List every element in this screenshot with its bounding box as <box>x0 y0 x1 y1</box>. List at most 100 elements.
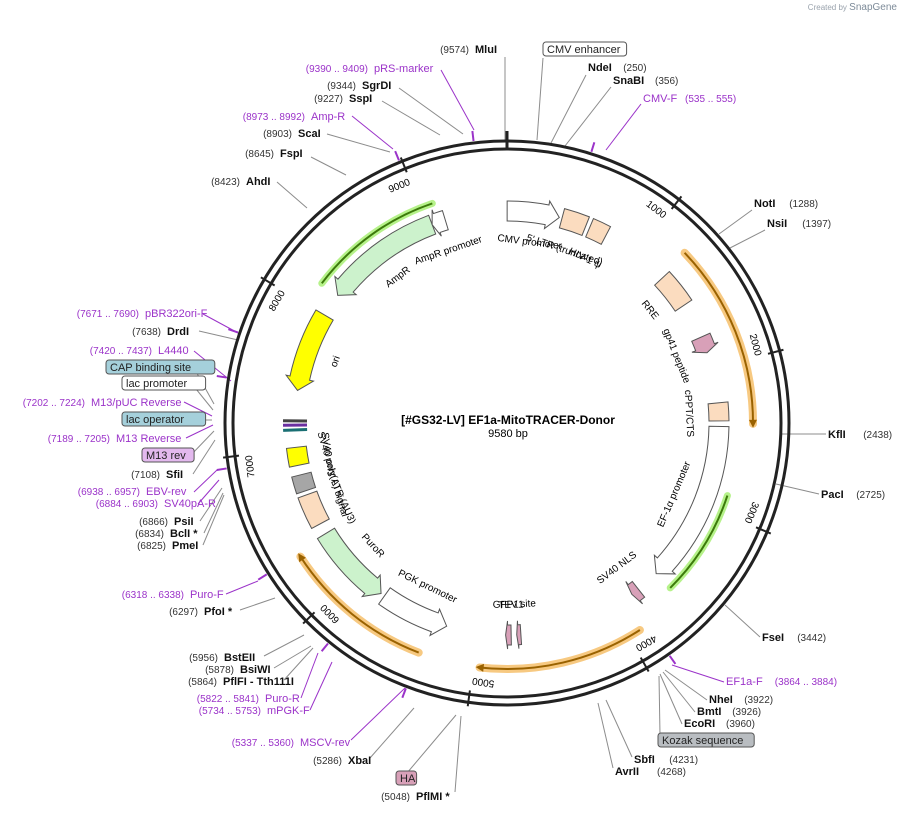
feature-sv40-nls[interactable]: SV40 NLS <box>595 549 646 605</box>
annotation-name-cmv-enhancer: CMV enhancer <box>547 44 621 56</box>
annotation-mlui[interactable]: MluI(9574) <box>440 44 497 56</box>
feature-arrow-ef-1-promoter <box>653 425 730 575</box>
annotation-sbfi[interactable]: SbfI(4231) <box>634 754 698 766</box>
annotation-l4440[interactable]: L4440(7420 .. 7437) <box>90 345 189 357</box>
annotation-lac-promoter[interactable]: lac promoter <box>121 375 207 391</box>
feature-gp41-peptide[interactable]: gp41 peptide <box>660 327 719 385</box>
annotation-xbai[interactable]: XbaI(5286) <box>313 755 371 767</box>
leader-line-ecori <box>659 673 683 725</box>
annotation-m13-reverse[interactable]: M13 Reverse(7189 .. 7205) <box>48 433 182 445</box>
annotation-bsiwi[interactable]: BsiWI(5878) <box>205 664 270 676</box>
annotation-name-bmti: BmtI <box>697 706 721 718</box>
annotation-ecori[interactable]: EcoRI(3960) <box>684 718 755 730</box>
feature-arrow-5-ltr-truncated <box>558 207 591 237</box>
annotation-pflmi[interactable]: PflMI *(5048) <box>381 791 450 803</box>
annotation-cmv-enhancer[interactable]: CMV enhancer <box>542 41 628 57</box>
leader-line-pmei <box>202 494 225 546</box>
annotation-position-sgrdi: (9344) <box>327 81 356 92</box>
annotation-position-xbai: (5286) <box>313 756 342 767</box>
annotation-bmti[interactable]: BmtI(3926) <box>697 706 761 718</box>
annotation-pfoi[interactable]: PfoI *(6297) <box>169 606 233 618</box>
leader-line-psii <box>199 487 223 522</box>
annotation-cap-binding-site[interactable]: CAP binding site <box>105 359 216 375</box>
annotation-sspi[interactable]: SspI(9227) <box>314 93 372 105</box>
annotation-name-nhei: NheI <box>709 694 733 706</box>
annotation-position-kfli: (2438) <box>863 430 892 441</box>
feature-label-puror: PuroR <box>359 532 386 560</box>
annotation-position-drdi: (7638) <box>132 327 161 338</box>
annotation-position-cmv-f: (535 .. 555) <box>685 94 736 105</box>
feature-rre[interactable]: RRE <box>639 270 693 323</box>
annotation-name-ahdi: AhdI <box>246 176 270 188</box>
scale-tick-3000 <box>755 526 772 535</box>
annotation-m13-puc-reverse[interactable]: M13/pUC Reverse(7202 .. 7224) <box>23 397 182 409</box>
primer-site-mark-1 <box>668 655 677 665</box>
feature-gfp11[interactable]: GFP11 <box>493 600 524 650</box>
annotation-kfli[interactable]: KflI(2438) <box>828 429 892 441</box>
annotation-avrii[interactable]: AvrII(4268) <box>615 766 686 778</box>
primer-site-mark-5 <box>216 467 227 472</box>
annotation-ahdi[interactable]: AhdI(8423) <box>211 176 270 188</box>
annotation-mscv-rev[interactable]: MSCV-rev(5337 .. 5360) <box>232 737 351 749</box>
feature-pgk-promoter[interactable]: PGK promoter <box>377 568 459 637</box>
orange-arc-0 <box>683 252 755 424</box>
annotation-name-puro-f: Puro-F <box>190 589 224 601</box>
feature-label-gp41-peptide: gp41 peptide <box>660 327 692 385</box>
annotation-noti[interactable]: NotI(1288) <box>754 198 818 210</box>
annotation-m13-rev[interactable]: M13 rev <box>141 447 195 463</box>
annotation-ndei[interactable]: NdeI(250) <box>588 62 647 74</box>
annotation-box-ha <box>395 770 418 786</box>
annotation-puro-r[interactable]: Puro-R(5822 .. 5841) <box>197 693 300 705</box>
annotation-snabi[interactable]: SnaBI(356) <box>613 75 678 87</box>
primer-site-mark-7 <box>228 328 239 334</box>
feature-ef-1-promoter[interactable]: EF-1α promoter <box>653 425 730 575</box>
annotation-sgrdi[interactable]: SgrDI(9344) <box>327 80 391 92</box>
annotation-amp-r[interactable]: Amp-R(8973 .. 8992) <box>243 111 346 123</box>
annotation-scai[interactable]: ScaI(8903) <box>263 128 321 140</box>
annotation-position-bsiwi: (5878) <box>205 665 234 676</box>
annotation-name-noti: NotI <box>754 198 775 210</box>
annotation-name-sfii: SfiI <box>166 469 183 481</box>
annotation-pflfi-tth111i[interactable]: PflFI - Tth111I(5864) <box>188 676 294 688</box>
annotation-sv40pa-r[interactable]: SV40pA-R(6884 .. 6903) <box>96 498 216 510</box>
feature-sv40-ori[interactable]: SV40 ori <box>285 432 336 472</box>
leader-line-bmti <box>662 671 696 713</box>
annotation-name-prs-marker: pRS-marker <box>374 63 434 75</box>
green-arc-0 <box>669 495 729 589</box>
annotation-position-mscv-rev: (5337 .. 5360) <box>232 738 294 749</box>
annotation-position-scai: (8903) <box>263 129 292 140</box>
scale-tick-1000 <box>670 195 683 210</box>
feature-cppt-cts[interactable]: cPPT/CTS <box>682 390 730 438</box>
scale-tick-8000 <box>260 276 276 287</box>
annotation-puro-f[interactable]: Puro-F(6318 .. 6338) <box>122 589 224 601</box>
annotation-paci[interactable]: PacI(2725) <box>821 489 885 501</box>
feature-label-tev-site: TEV site <box>498 598 537 611</box>
annotation-ebv-rev[interactable]: EBV-rev(6938 .. 6957) <box>78 486 187 498</box>
feature-tev-site[interactable]: TEV site <box>498 598 537 649</box>
annotation-pbr322ori-f[interactable]: pBR322ori-F(7671 .. 7690) <box>77 308 208 320</box>
annotation-position-ndei: (250) <box>623 63 646 74</box>
annotation-box-cmv-enhancer <box>542 41 628 57</box>
annotation-ha[interactable]: HA <box>395 770 418 786</box>
annotation-box-lac-operator <box>121 411 207 427</box>
annotation-name-drdi: DrdI <box>167 326 189 338</box>
annotation-mpgk-f[interactable]: mPGK-F(5734 .. 5753) <box>199 705 310 717</box>
annotation-kozak-sequence[interactable]: Kozak sequence <box>657 732 755 748</box>
annotation-ef1a-f[interactable]: EF1a-F(3864 .. 3884) <box>726 676 837 688</box>
annotation-nhei[interactable]: NheI(3922) <box>709 694 773 706</box>
annotation-fspi[interactable]: FspI(8645) <box>245 148 303 160</box>
annotation-nsii[interactable]: NsiI(1397) <box>767 218 831 230</box>
annotation-name-pflmi: PflMI * <box>416 791 450 803</box>
annotation-cmv-f[interactable]: CMV-F(535 .. 555) <box>643 93 736 105</box>
annotation-pmei[interactable]: PmeI(6825) <box>137 540 198 552</box>
annotation-bcli[interactable]: BclI *(6834) <box>135 528 198 540</box>
annotation-bsteii[interactable]: BstEII(5956) <box>189 652 255 664</box>
annotation-prs-marker[interactable]: pRS-marker(9390 .. 9409) <box>306 63 434 75</box>
feature-ori[interactable]: ori <box>284 309 343 392</box>
annotation-fsei[interactable]: FseI(3442) <box>762 632 826 644</box>
annotation-lac-operator[interactable]: lac operator <box>121 411 207 427</box>
annotation-sfii[interactable]: SfiI(7108) <box>131 469 183 481</box>
annotation-psii[interactable]: PsiI(6866) <box>139 516 193 528</box>
annotation-drdi[interactable]: DrdI (7638) <box>132 326 189 338</box>
annotation-name-fsei: FseI <box>762 632 784 644</box>
